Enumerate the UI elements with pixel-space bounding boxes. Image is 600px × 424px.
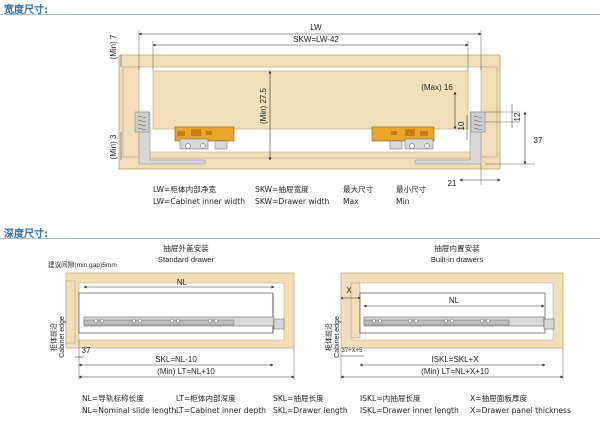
width-legend-max: 最大尺寸 Max: [343, 184, 373, 208]
left-slide: [174, 126, 235, 150]
std-lt-label: (Min) LT=NL+10: [157, 367, 215, 376]
builtin-front-panel: [350, 282, 361, 339]
depth-legend-nl: NL=导轨标称长度 NL=Nominal slide length: [82, 393, 176, 417]
legend-x-en: X=Drawer panel thickness: [470, 406, 571, 415]
depth-legend-skl: SKL=抽屉长度 SKL=Drawer length: [273, 393, 348, 417]
std-title-en: Standard drawer: [158, 255, 215, 264]
legend-nl-en: NL=Nominal slide length: [82, 406, 177, 415]
left-screw: [134, 111, 150, 133]
gap-label: 建议间隙(min gap)5mm: [48, 260, 117, 269]
legend-skw-en: SKW=Drawer width: [255, 197, 330, 206]
builtin-iskl-label: ISKL=SKL+X: [431, 355, 479, 364]
std-slide: [83, 316, 285, 330]
d10-label: 10: [457, 121, 466, 130]
depth-legend-lt: LT=柜体内部深度 LT=Cabinet inner depth: [176, 393, 266, 417]
legend-max-en: Max: [343, 197, 359, 206]
std-side-en: Cabinet edge: [59, 316, 66, 358]
builtin-x-label: X: [346, 286, 352, 295]
builtin-nl-label: NL: [449, 296, 460, 305]
builtin-drawer: [359, 292, 546, 334]
depth-section-divider: [0, 238, 600, 239]
d21-label: 21: [448, 179, 457, 188]
depth-legend-iskl: ISKL=内抽屉长度 ISKL=Drawer inner length: [360, 393, 459, 417]
legend-lt-en: LT=Cabinet inner depth: [176, 406, 266, 415]
std-side-cn: 柜体前沿: [49, 323, 58, 351]
depth-diagram: 抽屉外盖安装 Standard drawer 建议间隙(min gap)5mm …: [48, 243, 564, 380]
legend-lw-en: LW=Cabinet inner width: [153, 197, 246, 206]
builtin-title-cn: 抽屉内置安装: [434, 243, 480, 253]
legend-min-cn: 最小尺寸: [396, 185, 427, 194]
std-nl-label: NL: [177, 278, 188, 287]
builtin-x5-label: 37+X+5: [341, 348, 363, 354]
legend-max-cn: 最大尺寸: [343, 185, 374, 194]
std-title-cn: 抽屉外盖安装: [163, 243, 209, 253]
legend-lw-cn: LW=柜体内部净宽: [153, 185, 216, 194]
legend-iskl-en: ISKL=Drawer inner length: [360, 406, 459, 415]
legend-iskl-cn: ISKL=内抽屉长度: [360, 394, 421, 403]
std-front-panel: [65, 280, 76, 344]
min3-label: (Min) 3: [109, 134, 118, 159]
builtin-slide: [363, 316, 555, 330]
builtin-side-en: Cabinet edge: [334, 316, 341, 358]
builtin-title-en: Built-in drawers: [431, 255, 484, 264]
legend-min-en: Min: [396, 197, 410, 206]
depth-legend-x: X=抽屉面板厚度 X=Drawer panel thickness: [470, 393, 571, 417]
width-diagram: LW SKW=LW-42 (Min) 7 (Min) 3 (Min) 27.5 …: [109, 23, 543, 188]
builtin-side-cn: 柜体前沿: [324, 323, 333, 351]
legend-x-cn: X=抽屉面板厚度: [470, 394, 528, 403]
std-drawer: [78, 292, 274, 334]
legend-nl-cn: NL=导轨标称长度: [82, 394, 144, 403]
std-d37-label: 37: [82, 346, 91, 355]
legend-lt-cn: LT=柜体内部深度: [176, 394, 236, 403]
skw-label: SKW=LW-42: [293, 35, 339, 44]
legend-skl-cn: SKL=抽屉长度: [273, 394, 324, 403]
legend-skl-en: SKL=Drawer length: [273, 406, 348, 415]
width-legend-lw: LW=柜体内部净宽 LW=Cabinet inner width: [153, 184, 245, 208]
min275-label: (Min) 27.5: [259, 87, 268, 124]
d12-label: 12: [513, 112, 522, 121]
right-slide: [371, 126, 435, 150]
right-screw: [470, 111, 486, 133]
builtin-lt-label: (Min) LT=NL+X+10: [421, 367, 489, 376]
width-section-divider: [0, 14, 600, 15]
width-legend-skw: SKW=抽屉宽度 SKW=Drawer width: [255, 184, 329, 208]
width-legend-min: 最小尺寸 Min: [396, 184, 426, 208]
drawer-box: [152, 70, 469, 130]
max16-label: (Max) 16: [421, 83, 453, 92]
std-skl-label: SKL=NL-10: [155, 355, 197, 364]
legend-skw-cn: SKW=抽屉宽度: [255, 185, 309, 194]
d37-label: 37: [534, 136, 543, 145]
width-section-title: 宽度尺寸:: [4, 5, 48, 16]
lw-label: LW: [310, 23, 322, 32]
depth-section-title: 深度尺寸:: [4, 229, 48, 240]
min7-label: (Min) 7: [109, 34, 118, 59]
drawer-bottom: [144, 151, 476, 159]
